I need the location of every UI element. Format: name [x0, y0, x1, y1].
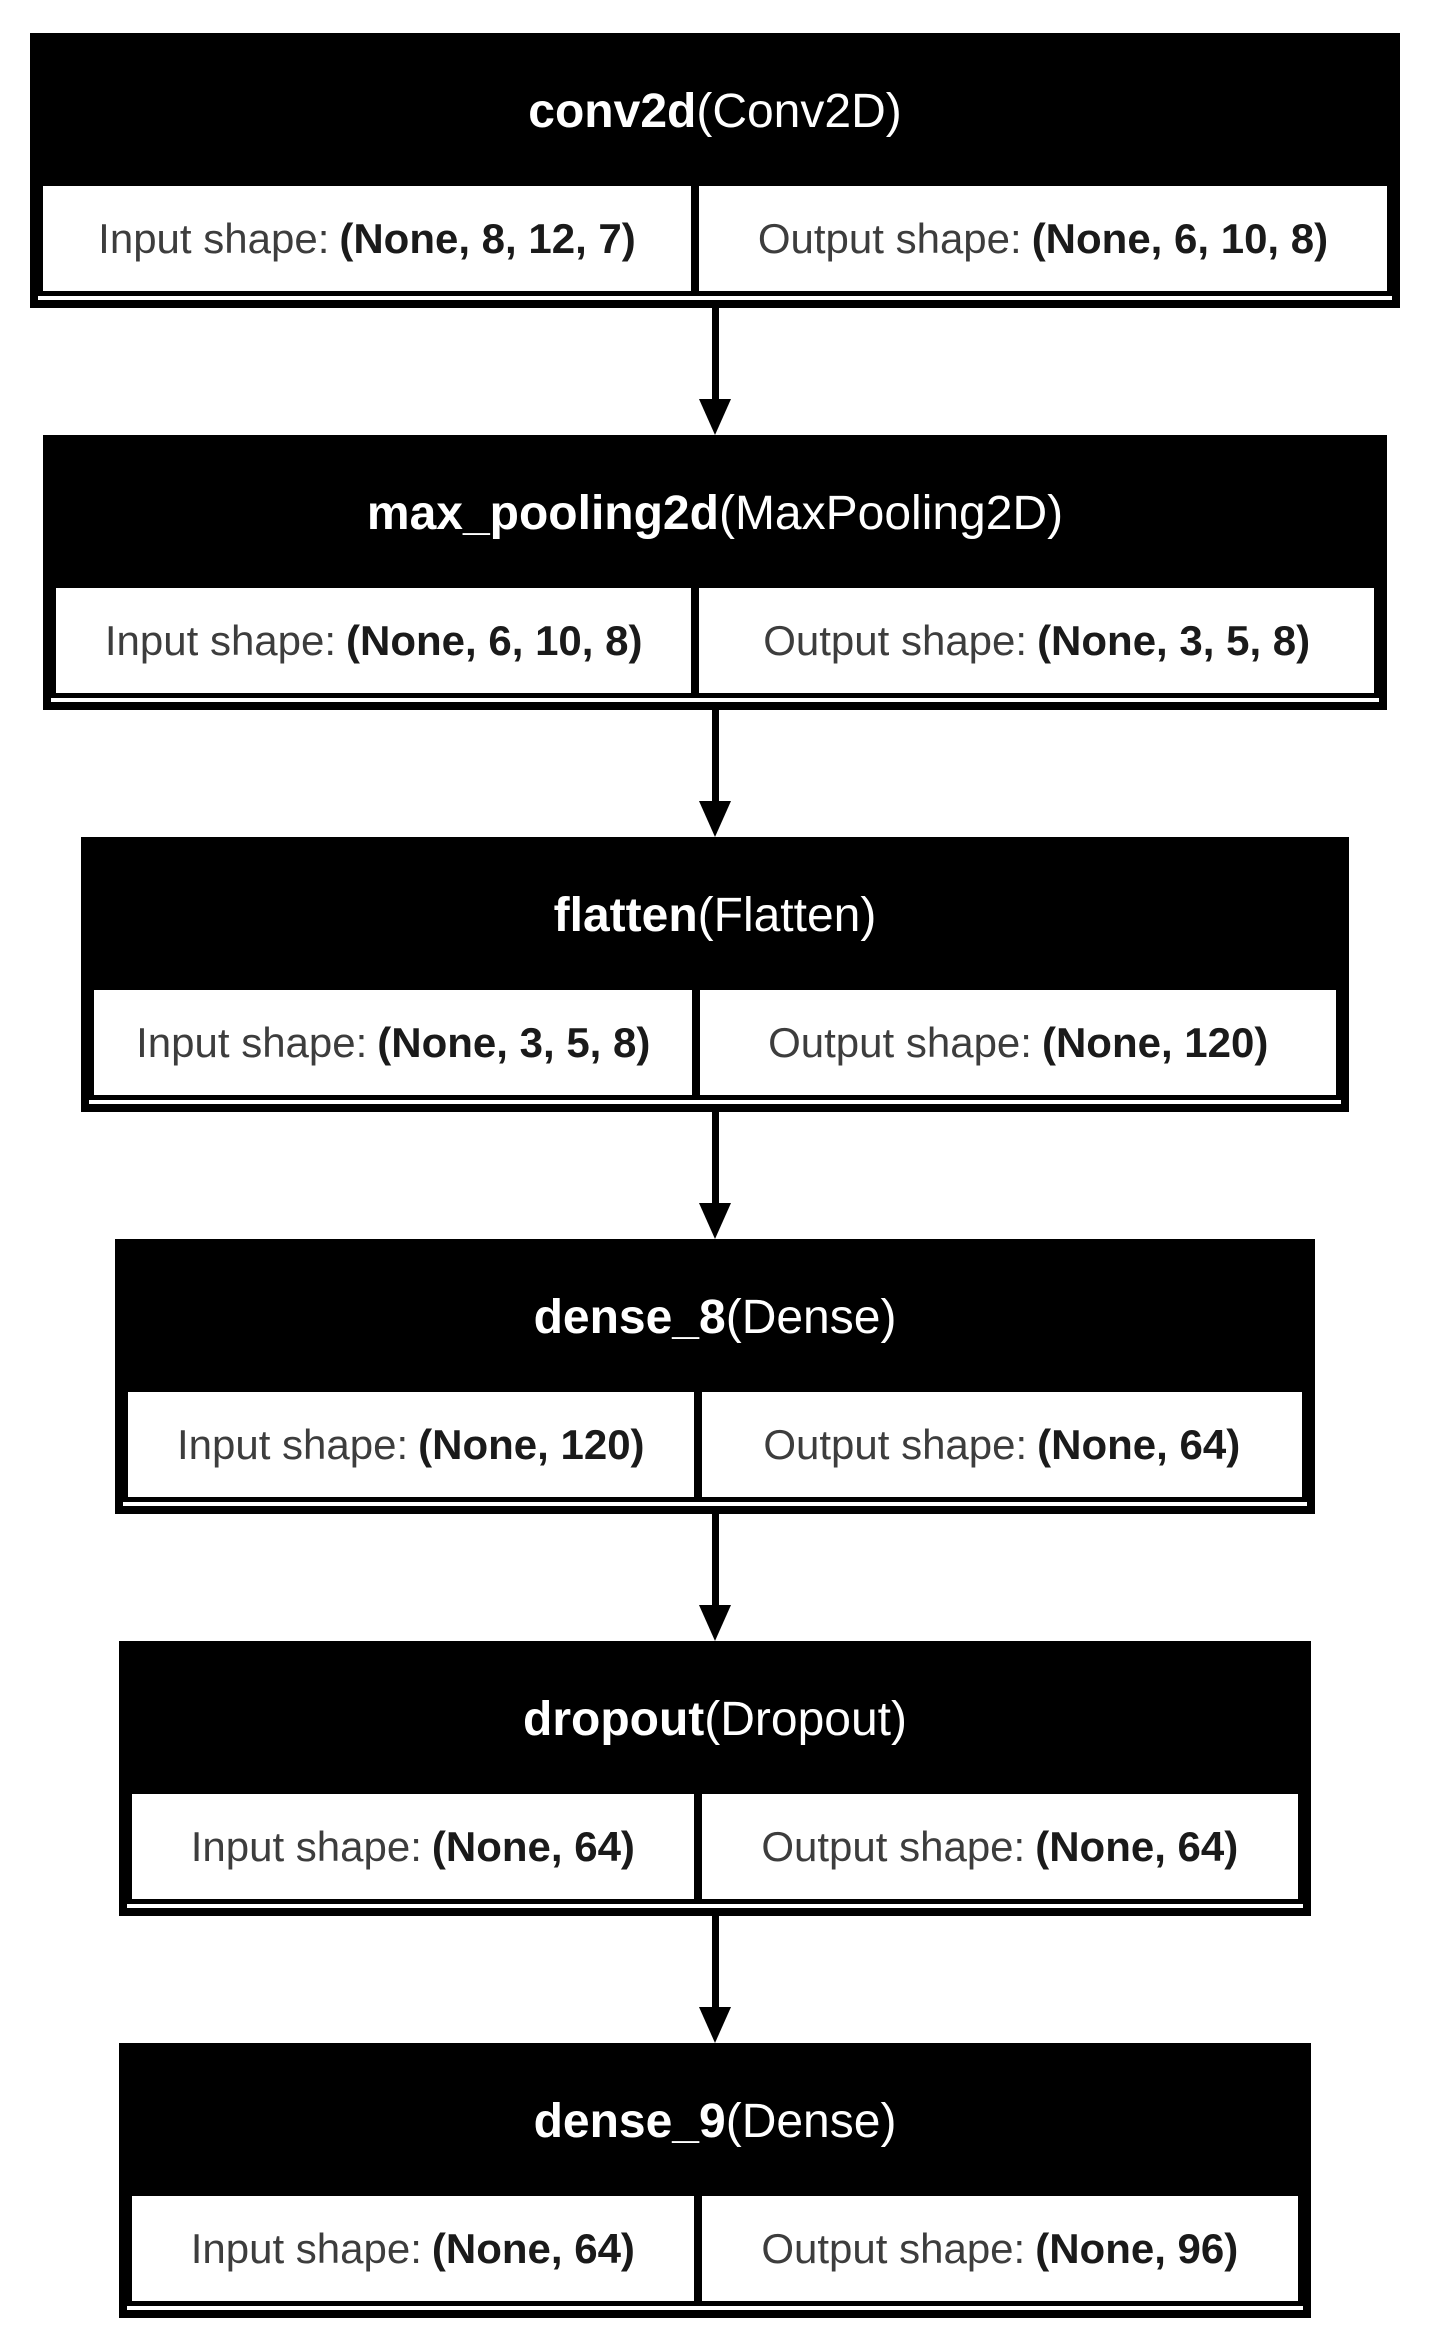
arrow-line	[711, 1112, 719, 1205]
layer-node-max-pooling2d: max_pooling2d(MaxPooling2D) Input shape:…	[43, 435, 1387, 710]
shape-row: Input shape: (None, 120) Output shape: (…	[123, 1387, 1307, 1502]
output-shape-label: Output shape:	[763, 616, 1028, 664]
layer-node-flatten: flatten(Flatten) Input shape: (None, 3, …	[81, 837, 1349, 1112]
layer-name: dense_8	[533, 1290, 726, 1344]
input-shape-value: (None, 8, 12, 7)	[339, 214, 636, 262]
layer-type: (MaxPooling2D)	[718, 486, 1064, 540]
input-shape-label: Input shape:	[190, 1822, 422, 1870]
arrow-head-icon	[699, 2007, 731, 2043]
input-shape-cell: Input shape: (None, 64)	[127, 2191, 698, 2306]
flow-arrow	[699, 1916, 731, 2043]
output-shape-label: Output shape:	[761, 1822, 1026, 1870]
arrow-line	[711, 710, 719, 803]
layer-title-bar: max_pooling2d(MaxPooling2D)	[51, 443, 1379, 583]
output-shape-label: Output shape:	[768, 1018, 1032, 1066]
output-shape-value: (None, 64)	[1037, 1420, 1241, 1468]
input-shape-label: Input shape:	[98, 214, 330, 262]
input-shape-cell: Input shape: (None, 3, 5, 8)	[89, 985, 697, 1100]
input-shape-label: Input shape:	[176, 1420, 409, 1468]
layer-type: (Dropout)	[704, 1692, 907, 1746]
arrow-line	[711, 1514, 719, 1607]
layer-name: dropout	[523, 1692, 705, 1746]
flow-arrow	[699, 1514, 731, 1641]
layer-node-dropout: dropout(Dropout) Input shape: (None, 64)…	[119, 1641, 1311, 1916]
output-shape-cell: Output shape: (None, 6, 10, 8)	[694, 181, 1392, 296]
shape-row: Input shape: (None, 6, 10, 8) Output sha…	[51, 583, 1379, 698]
shape-row: Input shape: (None, 8, 12, 7) Output sha…	[38, 181, 1392, 296]
layer-type: (Dense)	[725, 1290, 897, 1344]
shape-row: Input shape: (None, 64) Output shape: (N…	[127, 1789, 1303, 1904]
flow-arrow	[699, 1112, 731, 1239]
output-shape-cell: Output shape: (None, 64)	[697, 1387, 1307, 1502]
output-shape-cell: Output shape: (None, 3, 5, 8)	[695, 583, 1379, 698]
output-shape-cell: Output shape: (None, 64)	[697, 1789, 1303, 1904]
output-shape-value: (None, 3, 5, 8)	[1037, 616, 1311, 664]
layer-title-bar: dropout(Dropout)	[127, 1649, 1303, 1789]
layer-title-bar: dense_8(Dense)	[123, 1247, 1307, 1387]
output-shape-value: (None, 96)	[1035, 2224, 1239, 2272]
output-shape-label: Output shape:	[757, 214, 1022, 262]
output-shape-label: Output shape:	[761, 2224, 1026, 2272]
layer-name: flatten	[553, 888, 698, 942]
output-shape-value: (None, 64)	[1035, 1822, 1239, 1870]
input-shape-cell: Input shape: (None, 64)	[127, 1789, 698, 1904]
output-shape-label: Output shape:	[763, 1420, 1028, 1468]
arrow-line	[711, 308, 719, 401]
input-shape-label: Input shape:	[104, 616, 337, 664]
input-shape-value: (None, 64)	[431, 1822, 635, 1870]
input-shape-value: (None, 6, 10, 8)	[346, 616, 643, 664]
input-shape-label: Input shape:	[190, 2224, 422, 2272]
input-shape-cell: Input shape: (None, 6, 10, 8)	[51, 583, 696, 698]
layer-name: max_pooling2d	[366, 486, 719, 540]
input-shape-label: Input shape:	[136, 1018, 368, 1066]
input-shape-value: (None, 120)	[418, 1420, 645, 1468]
shape-row: Input shape: (None, 3, 5, 8) Output shap…	[89, 985, 1341, 1100]
arrow-head-icon	[699, 801, 731, 837]
input-shape-value: (None, 3, 5, 8)	[377, 1018, 651, 1066]
output-shape-cell: Output shape: (None, 96)	[697, 2191, 1303, 2306]
layer-name: dense_9	[533, 2094, 726, 2148]
layer-title-bar: conv2d(Conv2D)	[38, 41, 1392, 181]
output-shape-value: (None, 6, 10, 8)	[1031, 214, 1329, 262]
layer-title-bar: flatten(Flatten)	[89, 845, 1341, 985]
input-shape-cell: Input shape: (None, 8, 12, 7)	[38, 181, 695, 296]
layer-title-bar: dense_9(Dense)	[127, 2051, 1303, 2191]
arrow-line	[711, 1916, 719, 2009]
output-shape-cell: Output shape: (None, 120)	[696, 985, 1341, 1100]
flow-arrow	[699, 308, 731, 435]
layer-node-dense-9: dense_9(Dense) Input shape: (None, 64) O…	[119, 2043, 1311, 2318]
output-shape-value: (None, 120)	[1041, 1018, 1269, 1066]
arrow-head-icon	[699, 399, 731, 435]
input-shape-cell: Input shape: (None, 120)	[123, 1387, 698, 1502]
layer-node-conv2d: conv2d(Conv2D) Input shape: (None, 8, 12…	[30, 33, 1400, 308]
layer-name: conv2d	[528, 84, 697, 138]
layer-node-dense-8: dense_8(Dense) Input shape: (None, 120) …	[115, 1239, 1315, 1514]
arrow-head-icon	[699, 1605, 731, 1641]
flow-arrow	[699, 710, 731, 837]
shape-row: Input shape: (None, 64) Output shape: (N…	[127, 2191, 1303, 2306]
arrow-head-icon	[699, 1203, 731, 1239]
input-shape-value: (None, 64)	[431, 2224, 635, 2272]
layer-type: (Dense)	[725, 2094, 897, 2148]
layer-type: (Flatten)	[697, 888, 877, 942]
layer-type: (Conv2D)	[696, 84, 902, 138]
